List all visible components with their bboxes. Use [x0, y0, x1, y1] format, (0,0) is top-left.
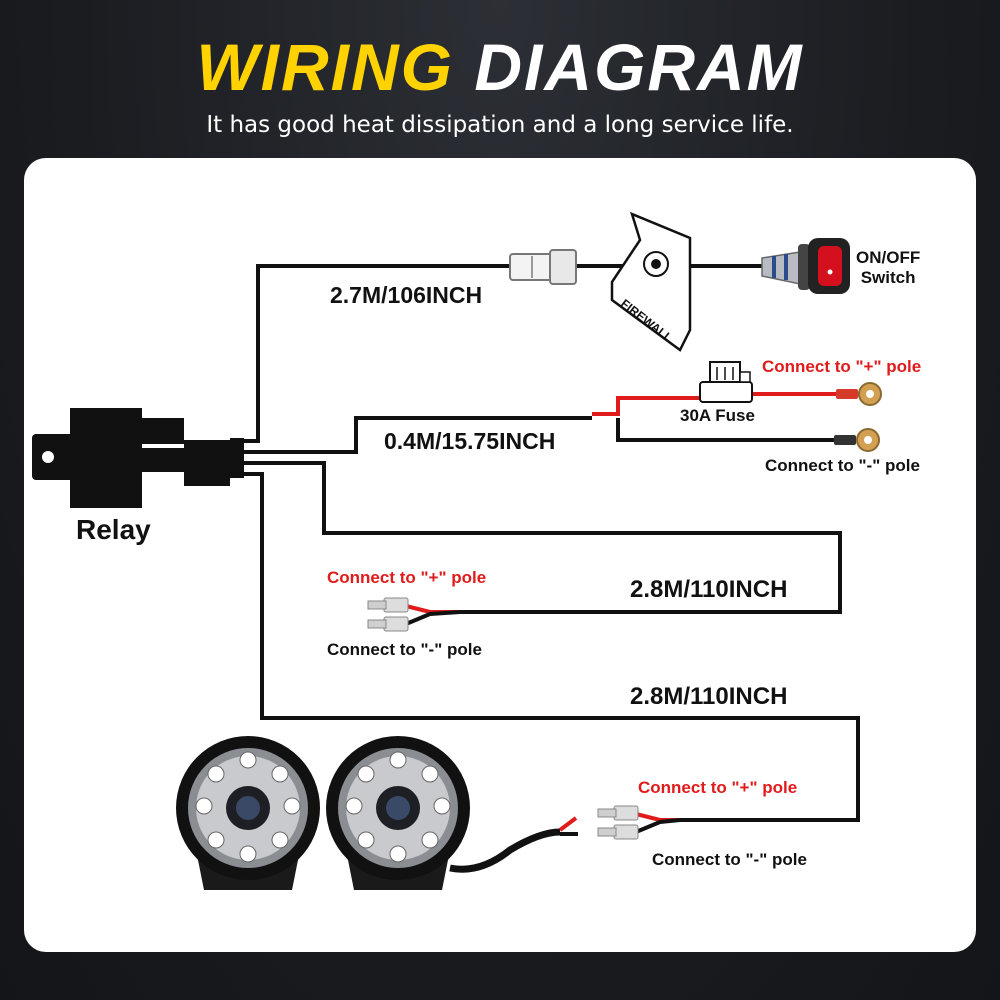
relay-icon: [32, 408, 244, 508]
light2-negative-label: Connect to "-" pole: [652, 850, 807, 869]
switch-icon: [761, 238, 850, 294]
light-cable: [449, 816, 578, 873]
light2-positive-label: Connect to "+" pole: [638, 778, 798, 797]
led-light-1: [176, 736, 320, 890]
battery-negative-label: Connect to "-" pole: [765, 456, 920, 475]
page-title: WIRING DIAGRAM: [0, 34, 1000, 100]
harness-wires: [244, 264, 860, 822]
light1-negative-label: Connect to "-" pole: [327, 640, 482, 659]
switch-label-line2: Switch: [860, 268, 916, 287]
title-diagram: DIAGRAM: [474, 30, 804, 104]
spade-connectors-2: [597, 805, 681, 840]
battery-positive-label: Connect to "+" pole: [762, 357, 922, 376]
switch-label-line1: ON/OFF: [856, 248, 921, 267]
inline-connector: [509, 249, 577, 285]
length-light-1: 2.8M/110INCH: [630, 576, 788, 603]
relay-label: Relay: [76, 514, 151, 545]
ring-terminal-positive: [836, 382, 882, 406]
fuse-icon: [699, 361, 753, 403]
title-wiring: WIRING: [196, 30, 454, 104]
led-light-2: [326, 736, 470, 890]
fuse-label: 30A Fuse: [680, 406, 755, 425]
switch-label: ON/OFF Switch: [856, 248, 920, 288]
firewall-plate: [610, 211, 692, 352]
spade-connectors-1: [367, 597, 461, 632]
length-battery: 0.4M/15.75INCH: [384, 428, 556, 454]
ring-terminal-negative: [834, 428, 880, 452]
battery-leads: [592, 392, 860, 442]
length-switch: 2.7M/106INCH: [330, 282, 483, 308]
light1-positive-label: Connect to "+" pole: [327, 568, 487, 587]
subtitle: It has good heat dissipation and a long …: [206, 112, 794, 138]
length-light-2: 2.8M/110INCH: [630, 683, 788, 710]
